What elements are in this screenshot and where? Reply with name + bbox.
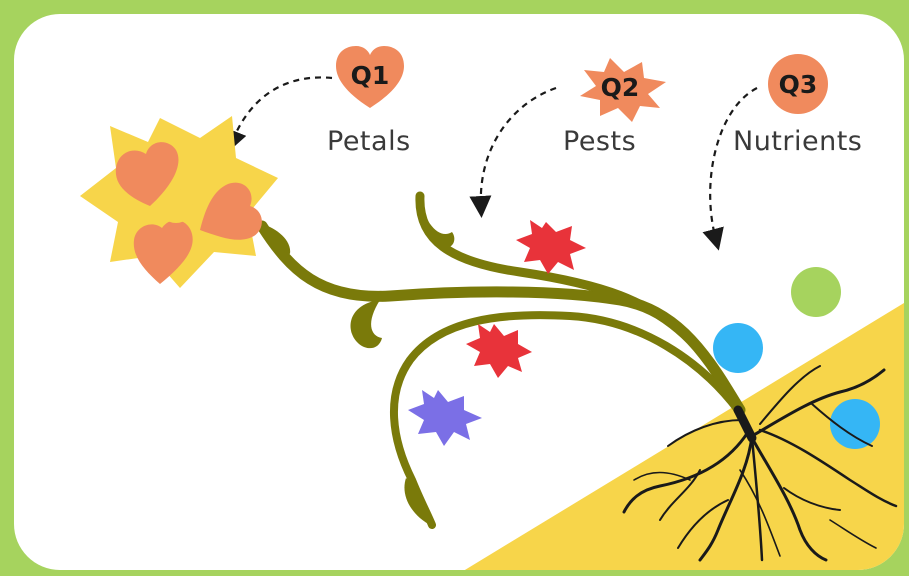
- nutrient-green: [791, 267, 841, 317]
- label-pests: Pests: [563, 126, 636, 157]
- q3-badge-text: Q3: [779, 70, 818, 99]
- flower-center: [159, 189, 193, 223]
- q3-badge: Q3: [768, 54, 828, 114]
- nutrient-blue: [713, 323, 763, 373]
- q2-badge-text: Q2: [601, 73, 640, 102]
- q1-badge-text: Q1: [351, 61, 390, 90]
- label-petals: Petals: [327, 126, 411, 157]
- label-nutrients: Nutrients: [733, 126, 862, 157]
